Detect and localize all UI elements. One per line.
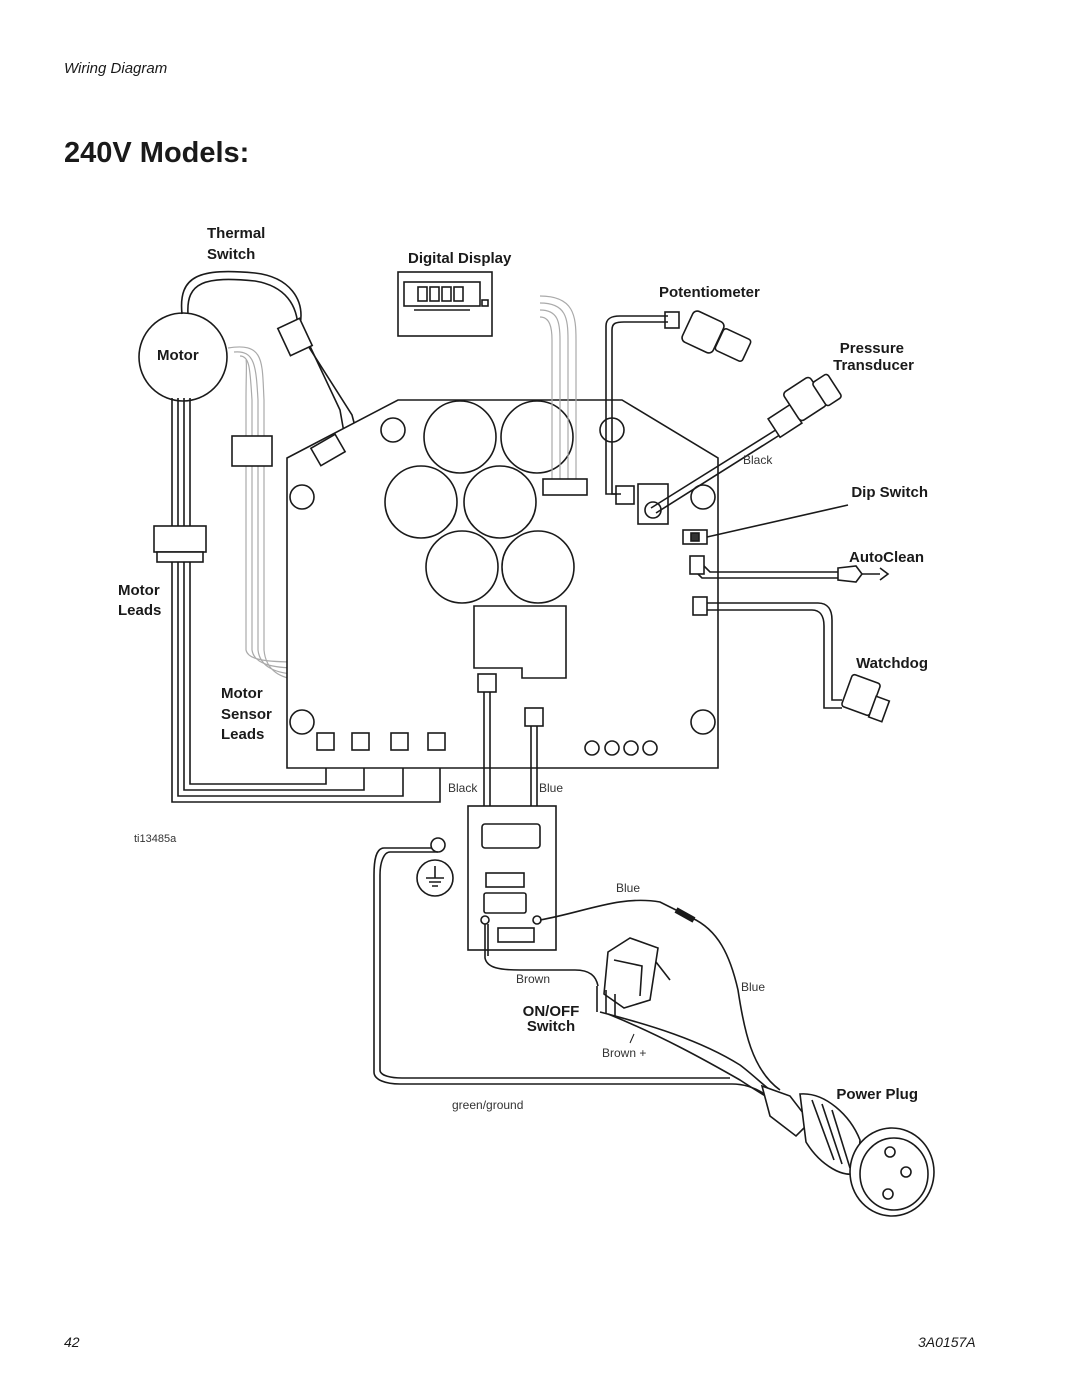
motor-sensor-leads-label-line3: Leads [221,726,264,743]
on-off-switch-label-line2: Switch [527,1018,575,1035]
motor [138,312,228,402]
blue-inline-connector [674,907,696,923]
wire-label-brown-plus: Brown + [602,1046,646,1060]
control-board [286,399,719,769]
ground-terminal [416,837,454,897]
motor-sensor-sleeve [231,435,273,467]
pressure-transducer [637,373,842,525]
wire-label-green-ground: green/ground [452,1098,523,1112]
motor-label: Motor [157,347,199,364]
thermal-switch-label-line1: Thermal [207,225,265,242]
digital-display [397,271,493,337]
capacitors [384,400,575,604]
pressure-transducer-label-line1: Pressure [840,340,904,357]
page-title: 240V Models: [64,137,250,169]
watchdog-label: Watchdog [856,655,928,672]
thermal-switch-label-line2: Switch [207,246,255,263]
digital-display-label: Digital Display [408,250,512,267]
section-header: Wiring Diagram [64,60,168,77]
power-plug [760,1084,935,1217]
document-number: 3A0157A [918,1334,976,1350]
filter-board [467,805,557,951]
wire-label-blue-plug: Blue [741,980,765,994]
motor-sensor-leads-label-line2: Sensor [221,706,272,723]
wire-label-brown: Brown [516,972,550,986]
potentiometer-label: Potentiometer [659,284,760,301]
dip-switch [682,504,849,545]
wire-label-black: Black [448,781,478,795]
wire-label-blue: Blue [539,781,563,795]
autoclean-label: AutoClean [849,549,924,566]
wire-label-blue-switch: Blue [616,881,640,895]
motor-leads-sleeve [153,525,207,553]
motor-leads-label-line1: Motor [118,582,160,599]
watchdog [692,596,891,723]
figure-id: ti13485a [134,833,177,845]
autoclean-connector [837,565,863,583]
wire-label-black-transducer: Black [743,453,773,467]
display-ribbon [539,295,577,480]
autoclean [689,555,890,583]
heat-sink [473,605,567,679]
on-off-switch [596,937,671,1016]
thermal-switch-wires [180,270,372,487]
on-off-switch-label-line1: ON/OFF [523,1003,580,1020]
dip-switch-label: Dip Switch [851,484,928,501]
motor-sensor-ribbon [227,346,299,681]
motor-leads-label-line2: Leads [118,602,161,619]
display-connector [542,478,588,496]
pressure-transducer-label-line2: Transducer [833,357,914,374]
potentiometer [605,310,752,505]
motor-sensor-leads-label-line1: Motor [221,685,263,702]
power-plug-label: Power Plug [836,1086,918,1103]
page-number: 42 [64,1334,80,1350]
